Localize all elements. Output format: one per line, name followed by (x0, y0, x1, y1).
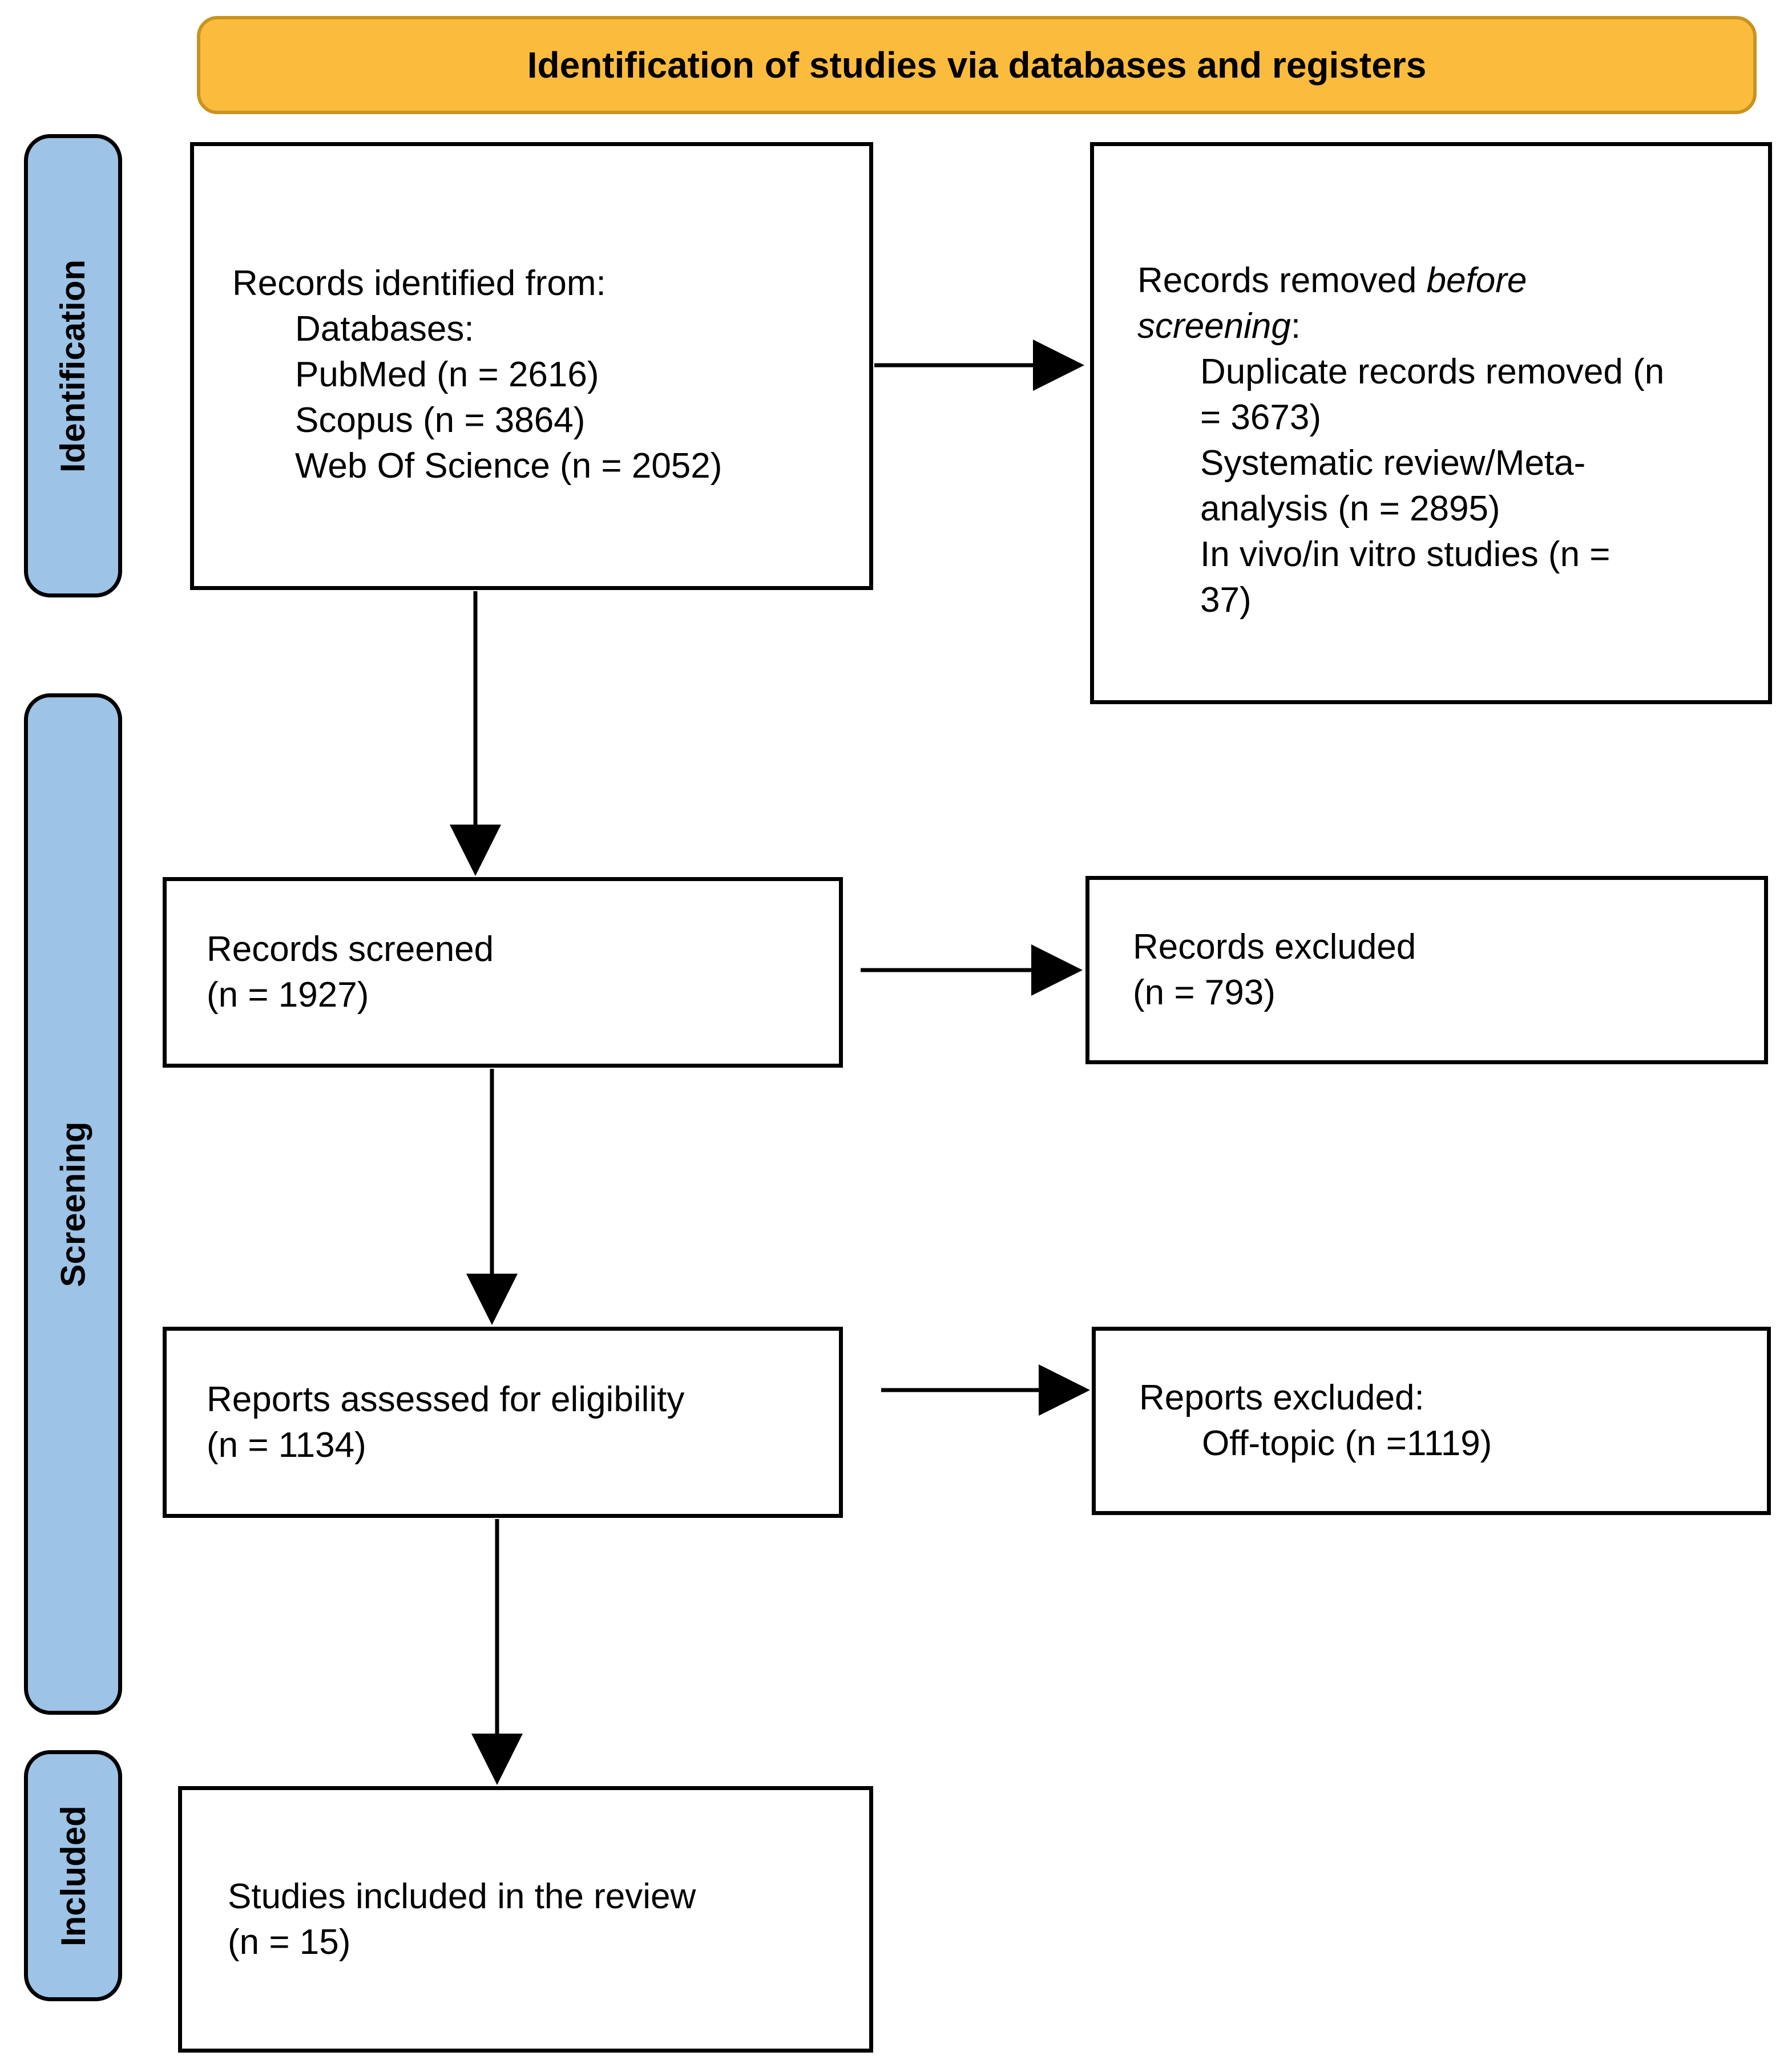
arrow-screened-to-excluded (861, 944, 1083, 996)
box-records-identified: Records identified from: Databases: PubM… (190, 142, 873, 590)
records-identified-item-databases: Databases: (295, 309, 474, 349)
box-records-screened: Records screened (n = 1927) (163, 877, 843, 1068)
arrowhead-right-icon (1033, 340, 1084, 391)
records-excluded-label: Records excluded (n = 793) (1133, 927, 1416, 1012)
records-removed-heading-italic: before screening (1137, 260, 1527, 346)
records-identified-heading: Records identified from: (232, 263, 606, 303)
arrow-identified-to-screened (450, 591, 501, 876)
stage-bar-included: Included (24, 1750, 122, 2001)
reports-excluded-item-offtopic: Off-topic (n =1119) (1202, 1424, 1492, 1463)
records-identified-item-wos: Web Of Science (n = 2052) (295, 446, 723, 486)
records-removed-heading-prefix: Records removed (1137, 260, 1427, 300)
records-removed-heading: Records removed before screening: (1137, 258, 1754, 349)
records-removed-item-reviews: Systematic review/Meta- analysis (n = 28… (1200, 443, 1586, 528)
records-identified-item-pubmed: PubMed (n = 2616) (295, 354, 599, 394)
records-identified-item-scopus: Scopus (n = 3864) (295, 400, 586, 440)
arrow-assessed-to-reports-excluded (881, 1364, 1090, 1416)
box-studies-included: Studies included in the review (n = 15) (178, 1786, 873, 2053)
arrowhead-right-icon (1039, 1364, 1090, 1416)
reports-excluded-heading: Reports excluded: (1139, 1378, 1424, 1417)
box-records-removed: Records removed before screening: Duplic… (1090, 142, 1772, 704)
arrow-identified-to-removed (874, 340, 1084, 391)
header-banner: Identification of studies via databases … (197, 16, 1757, 114)
studies-included-label: Studies included in the review (n = 15) (228, 1876, 696, 1962)
box-reports-excluded: Reports excluded: Off-topic (n =1119) (1092, 1327, 1771, 1515)
records-removed-item-invivo: In vivo/in vitro studies (n = 37) (1200, 534, 1611, 620)
arrowhead-down-icon (471, 1734, 523, 1785)
box-reports-assessed: Reports assessed for eligibility (n = 11… (163, 1327, 843, 1518)
stage-bar-identification: Identification (24, 134, 122, 597)
stage-bar-screening: Screening (24, 693, 122, 1715)
arrowhead-down-icon (450, 825, 501, 876)
records-screened-label: Records screened (n = 1927) (207, 930, 494, 1015)
reports-assessed-label: Reports assessed for eligibility (n = 11… (207, 1379, 685, 1465)
arrow-assessed-to-included (471, 1519, 523, 1785)
arrowhead-down-icon (466, 1274, 518, 1325)
records-removed-heading-suffix: : (1290, 306, 1301, 346)
arrow-screened-to-assessed (466, 1069, 518, 1325)
box-records-excluded: Records excluded (n = 793) (1085, 876, 1768, 1064)
header-title: Identification of studies via databases … (527, 45, 1427, 86)
records-removed-item-duplicates: Duplicate records removed (n = 3673) (1200, 352, 1665, 437)
arrowhead-right-icon (1031, 944, 1083, 996)
